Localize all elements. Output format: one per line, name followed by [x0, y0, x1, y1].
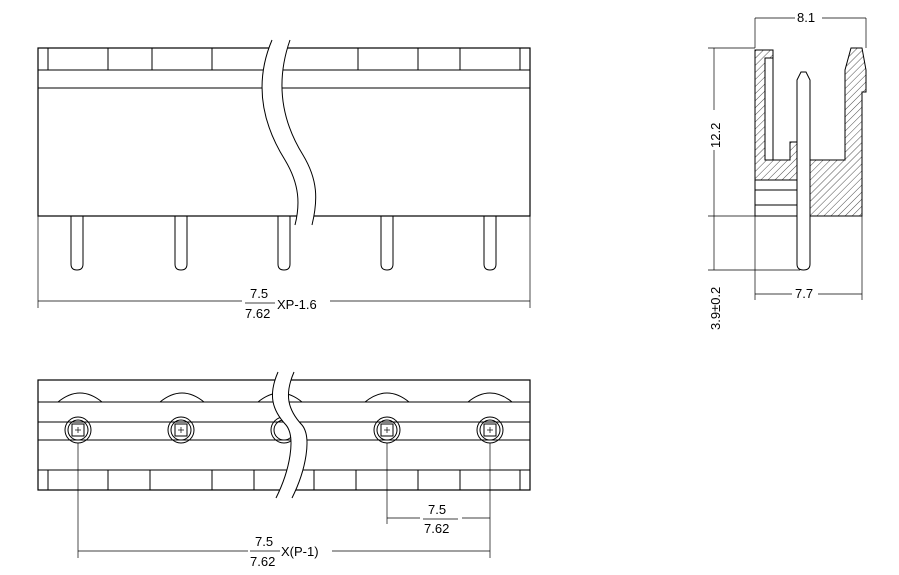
side-lower-pocket: [754, 179, 799, 217]
side-dim-height: 12.2: [708, 123, 723, 148]
front-pins: [70, 216, 497, 271]
side-dim-width-bottom: 7.7: [795, 286, 813, 301]
front-break-line-left: [261, 39, 299, 226]
front-dim-pitch-a: 7.5: [250, 286, 268, 301]
bottom-dim-pitch-a: 7.5: [255, 534, 273, 549]
pin-hole: [476, 416, 504, 444]
front-view: 7.5 7.62 XP-1.6: [37, 39, 531, 321]
pin-hole: [373, 416, 401, 444]
front-dim-pitch-b: 7.62: [245, 306, 270, 321]
front-top-slots: [47, 47, 521, 71]
bottom-break-line-right: [287, 371, 308, 499]
front-break-line-right: [281, 39, 317, 226]
front-dim-formula: XP-1.6: [277, 297, 317, 312]
bottom-view: 7.5 7.62 7.5 7.62 X(P-1): [37, 371, 531, 569]
bottom-break-line-left: [271, 371, 292, 499]
side-pin: [796, 71, 811, 271]
bottom-scallops: [57, 392, 513, 403]
bottom-dim-formula: X(P-1): [281, 544, 319, 559]
side-dim-width-top: 8.1: [797, 10, 815, 25]
side-left-wall-gap: [764, 57, 774, 161]
side-view: 8.1 12.2 3.9±0.2 7.7: [708, 10, 867, 330]
bottom-dim-single-b: 7.62: [424, 521, 449, 536]
side-dim-pin-length: 3.9±0.2: [708, 287, 723, 330]
bottom-dim-single-a: 7.5: [428, 502, 446, 517]
front-break-mask: [262, 40, 316, 225]
bottom-slots: [47, 469, 521, 491]
bottom-break-mask: [272, 372, 307, 498]
bottom-dim-pitch-b: 7.62: [250, 554, 275, 569]
pin-hole: [64, 416, 92, 444]
pin-hole: [167, 416, 195, 444]
